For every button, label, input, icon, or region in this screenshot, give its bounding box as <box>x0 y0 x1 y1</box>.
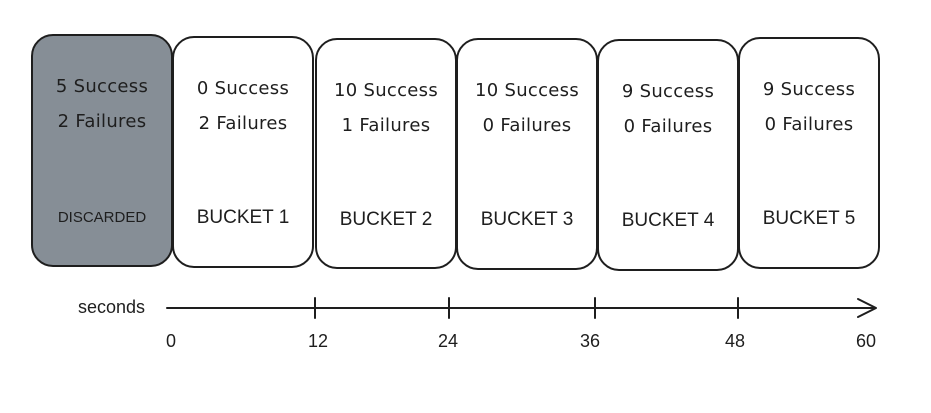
tick-label-24: 24 <box>437 331 459 351</box>
axis-arrowhead <box>857 298 877 318</box>
bucket-3: 10 Success 0 Failures BUCKET 3 <box>456 38 598 270</box>
bucket-2: 10 Success 1 Failures BUCKET 2 <box>315 38 457 269</box>
bucket-label: BUCKET 4 <box>621 210 715 231</box>
bucket-discarded: 5 Success 2 Failures DISCARDED <box>31 34 173 267</box>
bucket-label: BUCKET 3 <box>480 209 574 230</box>
failure-count: 2 Failures <box>198 113 288 134</box>
success-count: 0 Success <box>196 78 290 99</box>
success-count: 9 Success <box>621 81 715 102</box>
bucket-5: 9 Success 0 Failures BUCKET 5 <box>738 37 880 269</box>
failure-count: 1 Failures <box>341 115 431 136</box>
success-count: 10 Success <box>474 80 580 101</box>
success-count: 10 Success <box>333 80 439 101</box>
tick-label-60: 60 <box>855 331 877 351</box>
axis-title: seconds <box>78 297 146 317</box>
bucket-label: BUCKET 1 <box>196 207 290 228</box>
bucket-label: BUCKET 5 <box>762 208 856 229</box>
failure-count: 0 Failures <box>623 116 713 137</box>
bucket-label: BUCKET 2 <box>339 209 433 230</box>
failure-count: 0 Failures <box>764 114 854 135</box>
failure-count: 0 Failures <box>482 115 572 136</box>
tick-label-0: 0 <box>165 331 177 351</box>
success-count: 5 Success <box>55 76 149 97</box>
bucket-1: 0 Success 2 Failures BUCKET 1 <box>172 36 314 268</box>
tick-label-36: 36 <box>579 331 601 351</box>
tick-label-48: 48 <box>724 331 746 351</box>
tick-label-12: 12 <box>307 331 329 351</box>
success-count: 9 Success <box>762 79 856 100</box>
bucket-label: DISCARDED <box>57 209 147 226</box>
failure-count: 2 Failures <box>57 111 147 132</box>
